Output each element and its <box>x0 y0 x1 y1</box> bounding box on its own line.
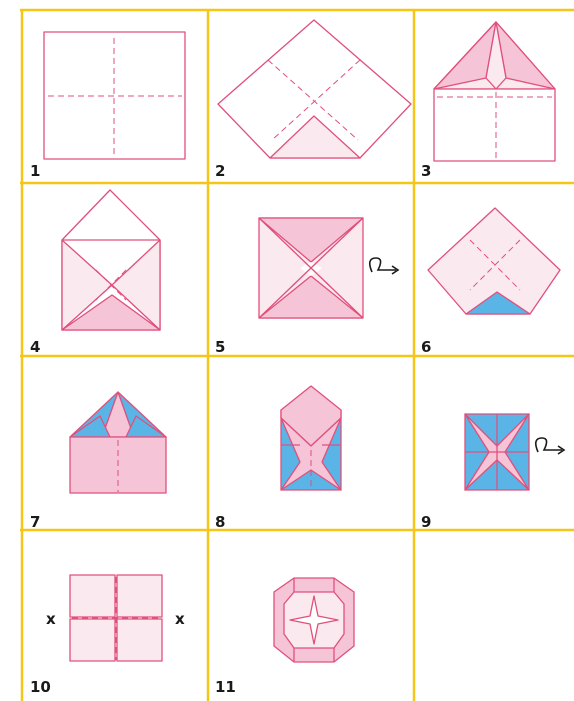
step-11-number: 11 <box>215 678 236 696</box>
step-8-number: 8 <box>215 513 225 531</box>
step-3-number: 3 <box>421 162 431 180</box>
step-1-number: 1 <box>30 162 40 180</box>
step-7-number: 7 <box>30 513 40 531</box>
fold-mark-right: x <box>175 610 185 628</box>
step-7-panel: 7 <box>30 392 166 531</box>
step-6-number: 6 <box>421 338 431 356</box>
step-11-panel: 11 <box>215 578 354 696</box>
step-10-number: 10 <box>30 678 51 696</box>
step-3-panel: 3 <box>421 22 555 180</box>
step-2-panel: 2 <box>215 20 411 180</box>
step-4-number: 4 <box>30 338 40 356</box>
step-4-panel: 4 <box>30 190 160 356</box>
step-5-number: 5 <box>215 338 225 356</box>
step-6-panel: 6 <box>421 208 560 356</box>
step-5-panel: 5 <box>215 218 398 356</box>
step-8-panel: 8 <box>215 386 341 531</box>
step-9-panel: 9 <box>421 414 564 531</box>
step-2-number: 2 <box>215 162 225 180</box>
step-9-number: 9 <box>421 513 431 531</box>
step-1-panel: 1 <box>30 32 185 180</box>
fold-mark-left: x <box>46 610 56 628</box>
step-10-panel: x x 10 <box>30 575 185 696</box>
turn-over-arrow-icon <box>370 258 398 274</box>
turn-over-arrow-icon <box>536 438 564 454</box>
